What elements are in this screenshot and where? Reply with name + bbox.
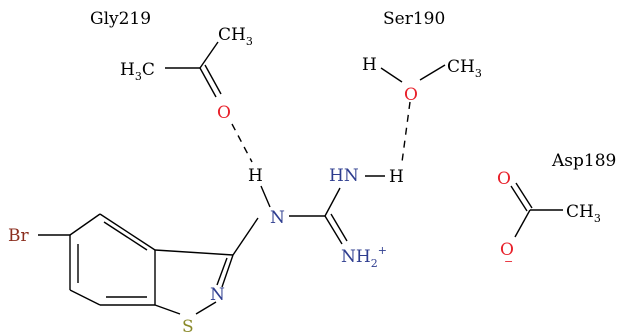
hbond-gly-o-to-ligand-h [231,123,253,163]
residue-label-asp189: Asp189 [551,151,616,171]
ser-methyl-label: CH3 [447,57,482,80]
ring-c6-c7 [69,289,101,306]
gly219-fragment [165,41,222,98]
ser-h-o-bond [380,67,403,83]
ring-sulfur-label: S [182,317,194,334]
asp-c-o-minus-bond [514,209,531,238]
gly-oxygen-label: O [217,103,231,123]
asp-oxygen-bottom-label: O [500,240,514,260]
gly-methyl-label: CH3 [218,25,253,48]
ring-n2-s1 [195,301,217,315]
asp-co-double-bond-a [510,185,528,212]
benzisothiazole-ring [38,213,259,315]
ring-c4-c5 [69,213,101,236]
asp-oxygen-top-label: O [497,169,511,189]
n-to-c3-bond [232,217,259,256]
ser-oxygen-label: O [404,85,418,105]
ring-c3a-c4 [99,213,156,251]
ser-hydrogen-label: H [362,55,377,75]
hbond-ser-o-to-hn-h [401,101,411,163]
asp189-fragment [510,182,563,238]
guanidine-group [289,175,385,245]
ring-c3-n2-double-b [216,257,228,286]
ser-o-ch3-bond [419,64,446,81]
ligand-h-n-bond [260,185,271,208]
ligand-nitrogen-label: N [270,208,285,228]
gly-co-double-bond-b [204,64,222,95]
residue-label-gly219: Gly219 [90,9,151,29]
ring-c3-n2-double-a [221,254,234,288]
guanidine-nh2-label: NH2+ [341,244,387,270]
gly-c-ch3-bond [199,41,219,69]
gly-co-double-bond-a [199,67,217,98]
ser190-fragment [380,64,446,83]
ring-c3a-c3 [154,249,234,256]
guanidine-hn-hydrogen-label: H [389,167,404,187]
residue-label-ser190: Ser190 [383,9,445,29]
asp-methyl-label: CH3 [566,202,601,225]
guanidine-c-hn-bond [324,187,341,217]
guanidine-c-nh2-double-b [330,213,348,242]
bromine-label: Br [8,226,29,246]
guanidine-hn-label: HN [329,166,359,186]
gly-h3c-label: H3C [120,60,155,83]
ring-inner-1 [103,221,148,251]
asp-co-double-bond-b [515,182,533,209]
ring-nitrogen-label: N [210,285,225,305]
ring-c7a-s1 [154,304,181,315]
asp-negative-charge: − [504,255,513,268]
guanidine-c-nh2-double-a [324,215,343,245]
ligand-hydrogen-label: H [248,166,263,186]
